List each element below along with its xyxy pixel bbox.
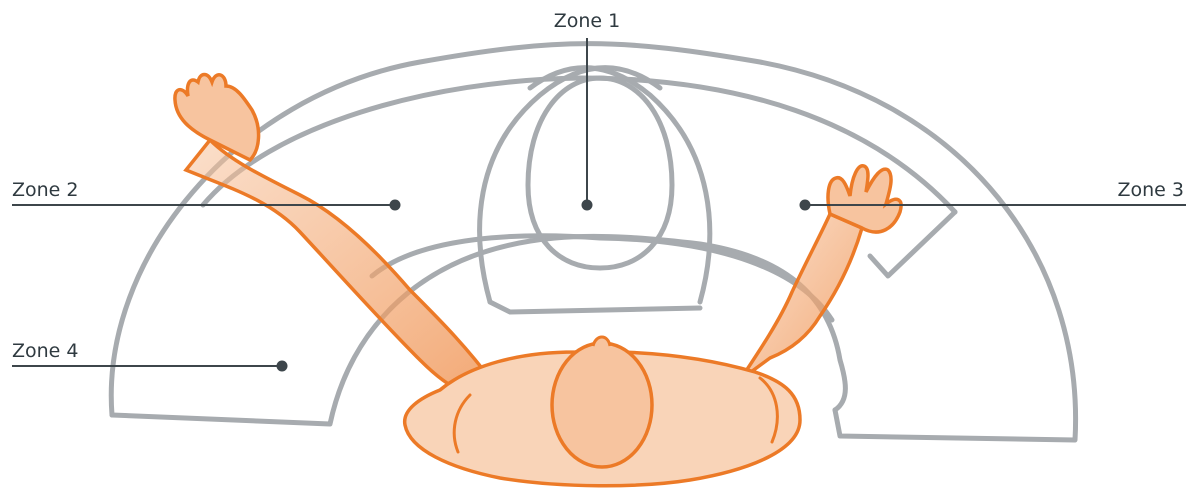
zone-1-dot (582, 200, 593, 211)
zone-1-base (490, 302, 700, 312)
zone-1-left-loop (480, 68, 660, 302)
zone-3-dot (800, 200, 811, 211)
zone-4-dot (277, 361, 288, 372)
nose (593, 337, 610, 346)
zone-2-label: Zone 2 (12, 179, 79, 201)
head-region-arc (372, 236, 832, 320)
right-arm (740, 214, 862, 380)
zone-2-dot (390, 200, 401, 211)
head (552, 343, 652, 467)
zone-3-label: Zone 3 (1118, 179, 1185, 201)
zone-1-label: Zone 1 (554, 10, 621, 32)
left-arm (186, 140, 500, 395)
zone-4-label: Zone 4 (12, 340, 79, 362)
